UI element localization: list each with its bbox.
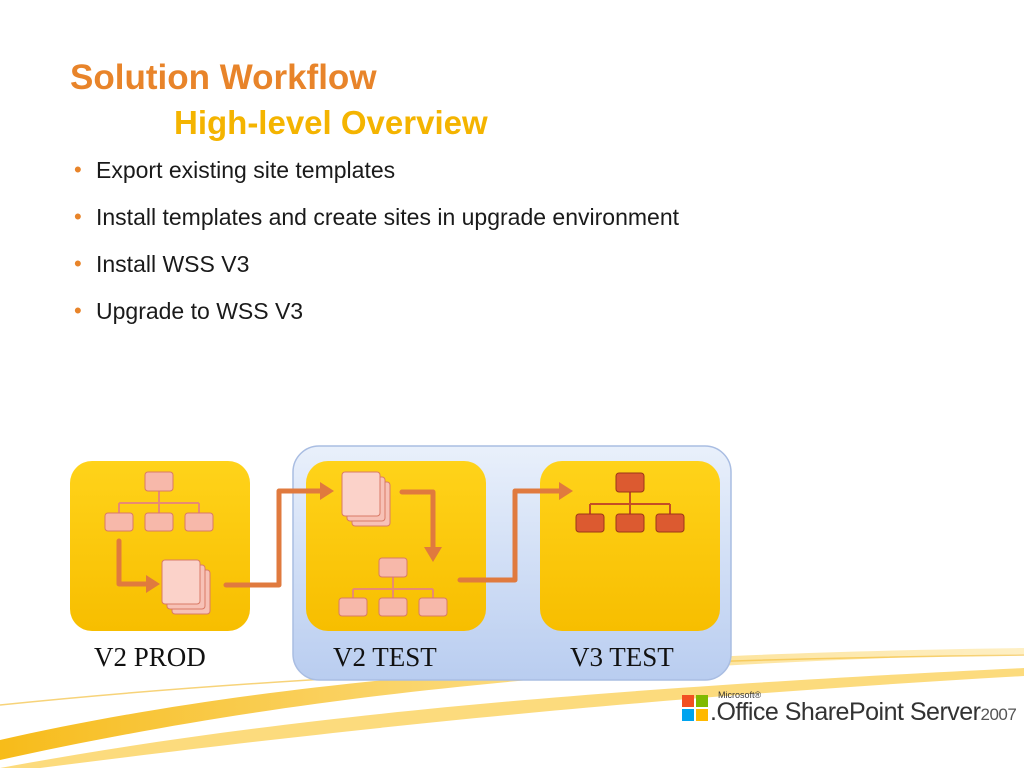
bullet-item: • Export existing site templates <box>72 154 679 201</box>
v2-prod-box <box>70 461 250 631</box>
v2-test-box <box>306 461 486 631</box>
site-hierarchy-icon <box>338 557 448 617</box>
template-stack-icon <box>341 471 391 527</box>
bullet-list: • Export existing site templates • Install… <box>72 154 679 342</box>
product-branding: Microsoft® .Office SharePoint Server2007 <box>680 690 1017 734</box>
flow-arrowhead-icon <box>146 482 573 593</box>
brand-year: 2007 <box>980 705 1017 724</box>
bullet-item: • Install WSS V3 <box>72 248 679 295</box>
bullet-item: • Upgrade to WSS V3 <box>72 295 679 342</box>
flow-arrow-icon <box>116 488 563 588</box>
site-hierarchy-icon <box>104 471 214 532</box>
brand-microsoft: Microsoft® <box>718 690 762 700</box>
bullet-icon: • <box>74 157 82 182</box>
bullet-icon: • <box>74 298 82 323</box>
bullet-text: Install templates and create sites in up… <box>96 204 679 230</box>
site-hierarchy-icon <box>575 472 685 533</box>
brand-product-name: .Office SharePoint Server <box>710 698 981 726</box>
office-logo-icon <box>682 695 708 721</box>
bullet-icon: • <box>74 251 82 276</box>
slide-subtitle: High-level Overview <box>174 104 488 141</box>
v3-test-box <box>540 461 720 631</box>
template-stack-icon <box>161 559 211 615</box>
bullet-text: Install WSS V3 <box>96 251 250 277</box>
bullet-text: Export existing site templates <box>96 157 396 183</box>
env-label-v2-test: V2 TEST <box>333 642 437 672</box>
bullet-item: • Install templates and create sites in u… <box>72 201 679 248</box>
bullet-text: Upgrade to WSS V3 <box>96 298 304 324</box>
brand-product: .Office SharePoint Server2007 <box>710 698 1017 727</box>
bullet-icon: • <box>74 204 82 229</box>
env-label-v2-prod: V2 PROD <box>94 642 206 672</box>
env-label-v3-test: V3 TEST <box>570 642 674 672</box>
slide-title: Solution Workflow <box>70 58 377 97</box>
